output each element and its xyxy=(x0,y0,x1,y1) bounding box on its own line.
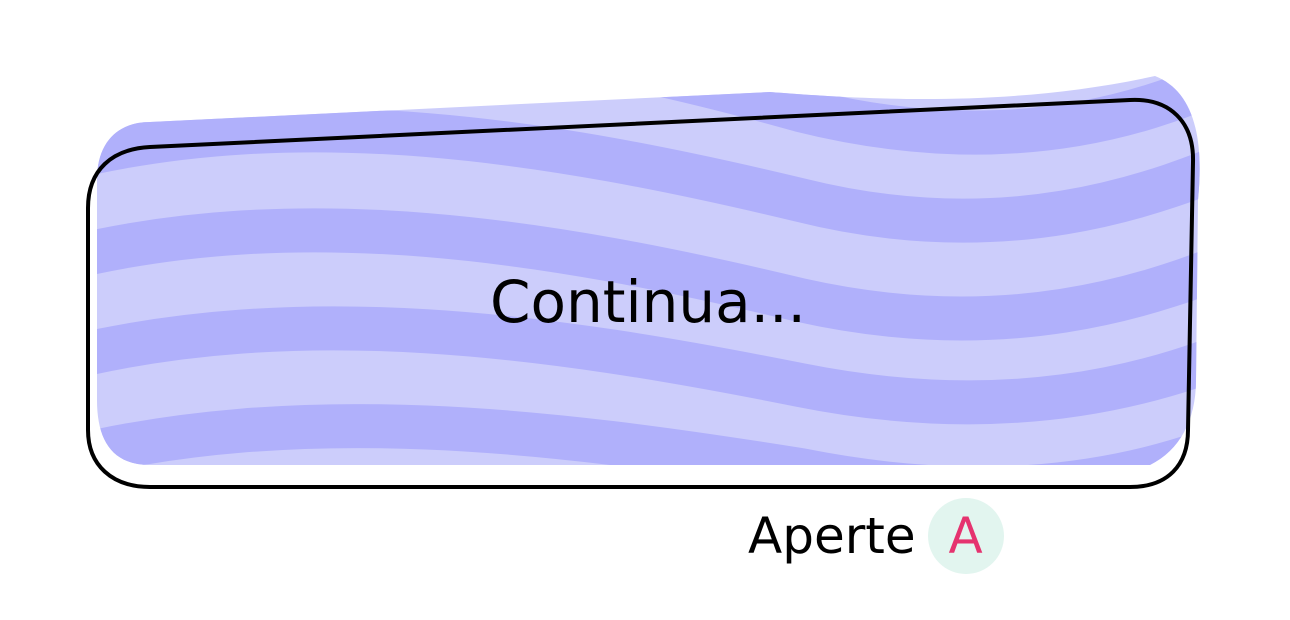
press-hint-text: Aperte xyxy=(748,507,916,565)
press-key-hint: Aperte A xyxy=(748,498,1004,574)
continue-button-background xyxy=(97,76,1200,465)
a-button-letter: A xyxy=(948,507,983,565)
a-button-icon: A xyxy=(927,498,1004,574)
continue-label[interactable]: Continua... xyxy=(490,268,806,336)
wave-stripes xyxy=(97,76,1200,465)
continue-button-outline[interactable] xyxy=(86,97,1196,489)
